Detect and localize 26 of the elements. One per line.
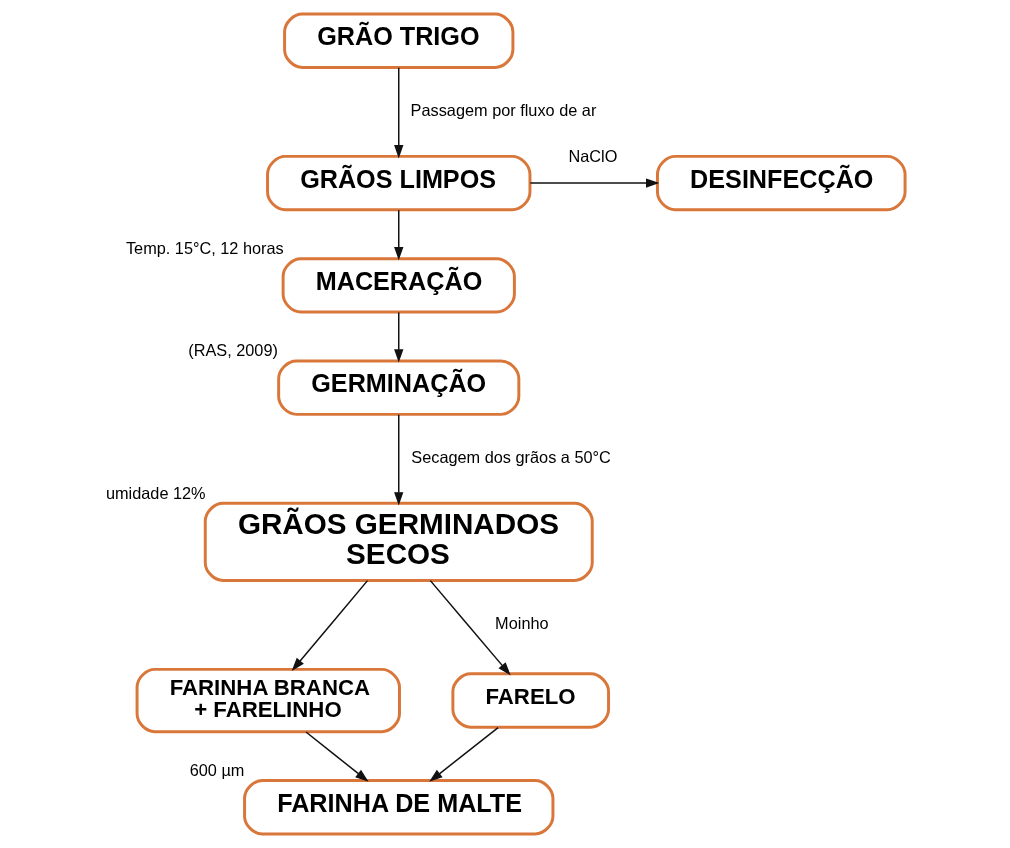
node-label: (RAS, 2009): [187, 341, 278, 360]
node-label: Temp. 15°C, 12 horas: [125, 238, 284, 257]
node-box: GRÃO TRIGO: [282, 12, 514, 69]
arrow: [529, 178, 659, 188]
arrow: [428, 726, 499, 782]
node-box: FARINHA BRANCA + FARELINHO: [135, 667, 401, 734]
node-label: 600 µm: [189, 760, 244, 779]
node-box: GRÃOS LIMPOS: [265, 154, 531, 212]
arrow: [393, 414, 403, 506]
node-box: GRÃOS GERMINADOS SECOS: [203, 501, 594, 582]
edge-label: Moinho: [494, 614, 549, 633]
arrow: [393, 209, 403, 261]
node-box: FARINHA DE MALTE: [242, 779, 554, 836]
node-box: GERMINAÇÃO: [276, 359, 520, 416]
node-box: MACERAÇÃO: [281, 257, 516, 314]
node-label: umidade 12%: [105, 483, 206, 502]
node-box: DESINFECÇÃO: [655, 154, 907, 212]
arrow: [393, 311, 403, 363]
edge-label: Passagem por fluxo de ar: [410, 101, 596, 120]
edge-label: Secagem dos grãos a 50°C: [410, 447, 611, 466]
arrow: [429, 579, 511, 676]
edge-label: NaClO: [568, 147, 617, 166]
arrow: [393, 67, 403, 159]
arrow: [291, 579, 368, 672]
node-box: FARELO: [450, 672, 610, 729]
arrow: [304, 731, 369, 782]
